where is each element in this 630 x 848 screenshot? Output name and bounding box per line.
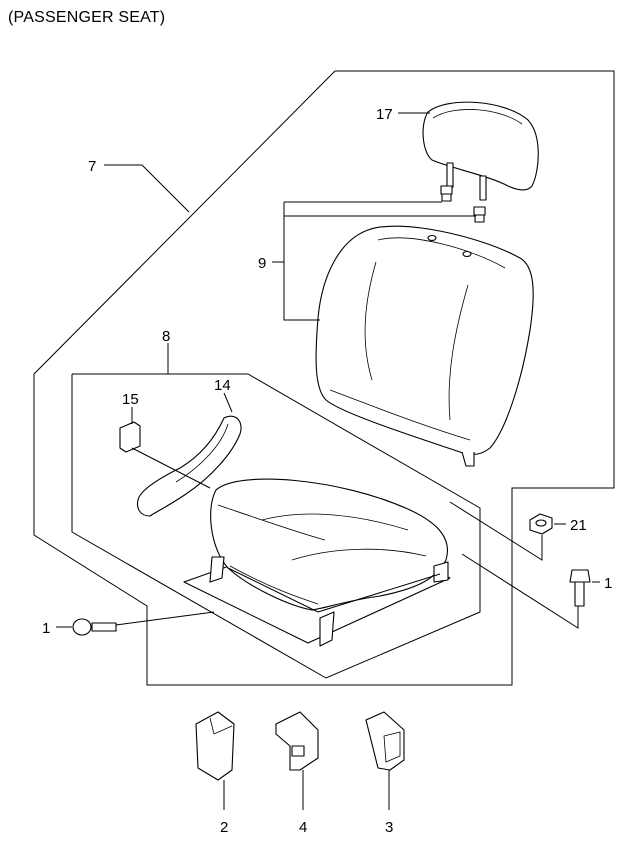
leader-1-right [461,553,600,629]
cover-2 [195,711,235,781]
nut [529,513,553,535]
callout-3: 3 [385,819,393,836]
callout-9: 9 [258,255,266,272]
callout-14: 14 [214,377,231,394]
cushion-group-outline-8 [71,373,481,679]
assembly-outline-7 [33,70,615,686]
leader-1-left [56,611,215,628]
callout-8: 8 [162,328,170,345]
leader-9 [272,201,476,321]
leader-21 [449,501,566,561]
callout-17: 17 [376,106,393,123]
callout-15: 15 [122,391,139,408]
callout-2: 2 [220,819,228,836]
leader-15 [131,407,211,489]
seat-back [315,225,534,467]
callout-21: 21 [570,517,587,534]
cover-3 [365,711,405,771]
leader-7 [104,164,190,213]
side-garnish [136,415,242,517]
diagram-title: (PASSENGER SEAT) [8,9,166,26]
headrest [422,101,539,223]
callout-1-right: 1 [604,575,612,592]
hinge-cover [119,421,141,453]
cover-4 [275,711,319,771]
seat-cushion [183,478,451,647]
leader-14 [223,392,233,413]
bolt-left [72,618,117,636]
callout-1-left: 1 [42,620,50,637]
callout-4: 4 [299,819,307,836]
callout-7: 7 [88,158,96,175]
bolt-right [569,569,591,607]
